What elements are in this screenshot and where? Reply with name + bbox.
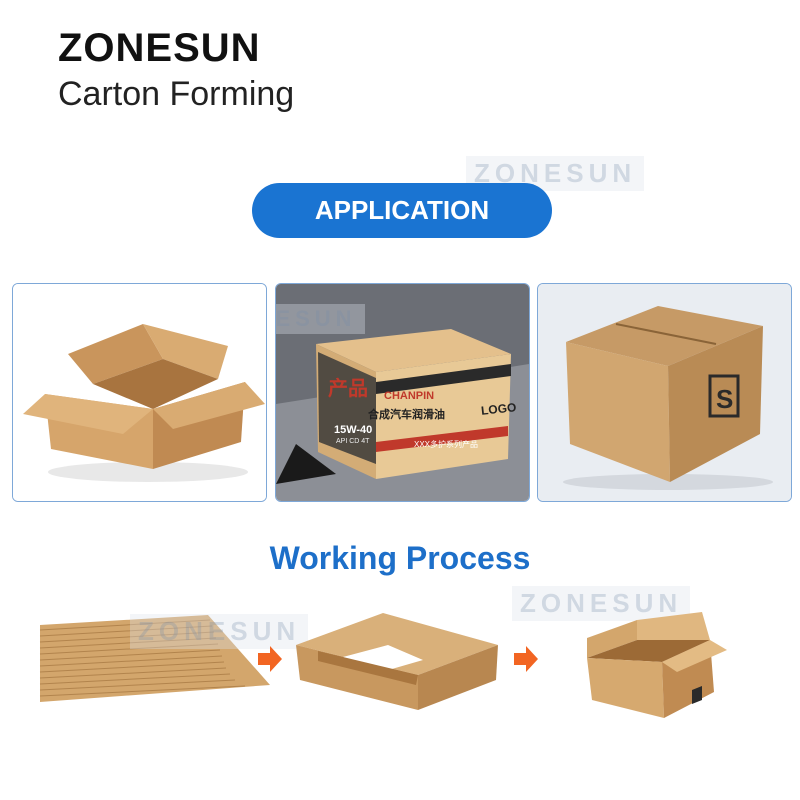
box-grade: 15W-40 xyxy=(334,424,373,436)
application-image-open-box xyxy=(12,283,267,502)
application-image-closed-box: S xyxy=(537,283,792,502)
box-brand-en: CHANPIN xyxy=(384,390,435,402)
application-badge: APPLICATION xyxy=(252,183,552,238)
watermark: ZONESUN xyxy=(276,304,365,334)
watermark: ZONESUN xyxy=(512,586,691,621)
process-step-flat-sheets xyxy=(39,615,270,702)
process-step-formed-box xyxy=(587,612,727,718)
svg-text:S: S xyxy=(716,384,733,414)
application-image-printed-box: 产品 CHANPIN 合成汽车润滑油 LOGO 15W-40 API CD 4T… xyxy=(275,283,530,502)
box-spec: API CD 4T xyxy=(336,438,370,445)
box-footer-cn: XXX多护系列产品 xyxy=(414,440,479,449)
box-desc-cn: 合成汽车润滑油 xyxy=(368,409,445,421)
brand-title: ZONESUN xyxy=(58,26,261,70)
page-subtitle: Carton Forming xyxy=(58,75,295,113)
box-brand-cn: 产品 xyxy=(328,378,368,400)
watermark: ZONESUN xyxy=(130,614,309,649)
arrow-right-icon xyxy=(258,646,282,672)
process-step-opened-carton xyxy=(296,613,498,710)
arrow-right-icon xyxy=(514,646,538,672)
working-process-title: Working Process xyxy=(269,540,531,576)
